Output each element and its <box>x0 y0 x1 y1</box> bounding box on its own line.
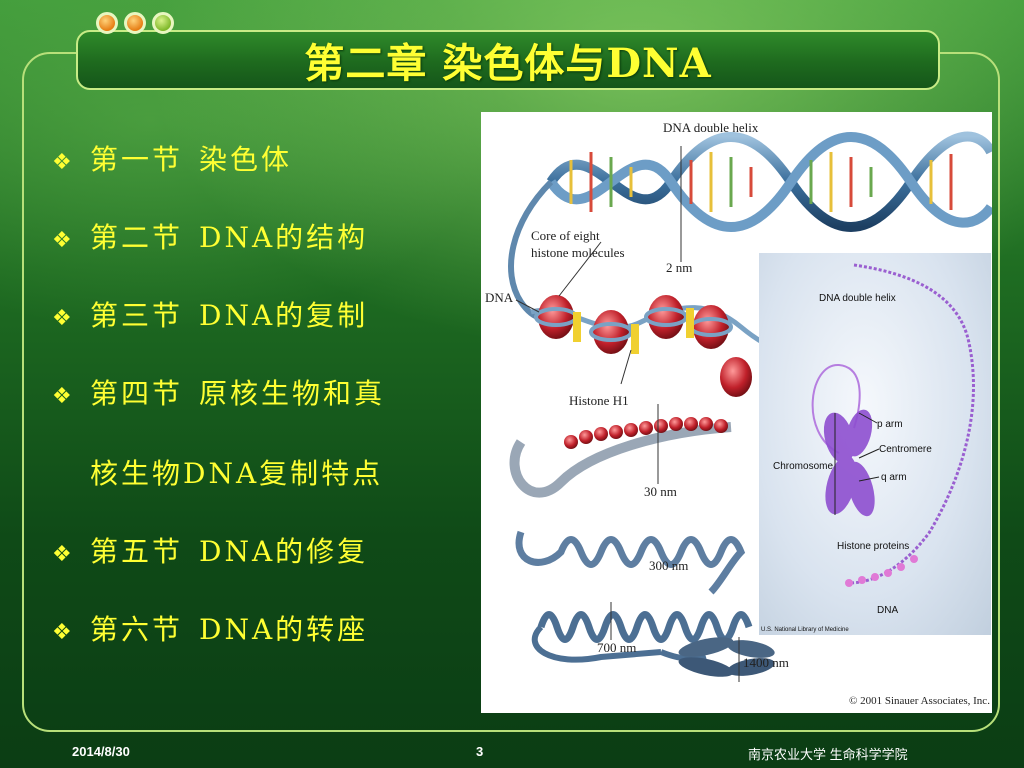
chromatin-diagram: DNA double helix Core of eight histone m… <box>485 120 992 707</box>
slide-title: 第二章 染色体与DNA <box>304 40 712 87</box>
centromere-label: Centromere <box>879 444 932 455</box>
section-text: 染色体 <box>199 143 293 176</box>
diamond-bullet-icon: ❖ <box>52 620 72 645</box>
scale-700nm-label: 700 nm <box>597 640 636 655</box>
list-item: ❖ 第五节 DNA的修复 <box>52 530 368 570</box>
diamond-bullet-icon: ❖ <box>52 306 72 331</box>
orange-dot-icon <box>124 12 146 34</box>
diamond-bullet-icon: ❖ <box>52 542 72 567</box>
q-arm-label: q arm <box>881 472 907 483</box>
diamond-bullet-icon: ❖ <box>52 150 72 175</box>
scale-300nm-label: 300 nm <box>649 558 688 573</box>
chromosome-inset: DNA double helix p arm Centromere Chromo… <box>759 253 991 635</box>
core-label-line1: Core of eight <box>531 228 600 243</box>
chromosome-label: Chromosome <box>773 461 833 472</box>
nucleosome-graphic <box>515 241 823 397</box>
section-label: 第四节 <box>90 377 184 410</box>
condensed-coil-graphic <box>531 602 753 663</box>
inset-credit-label: U.S. National Library of Medicine <box>761 627 849 633</box>
section-label: 第一节 <box>90 143 184 176</box>
list-item: ❖ 第三节 DNA的复制 <box>52 294 368 334</box>
chromosome-inset-diagram: DNA double helix p arm Centromere Chromo… <box>761 263 975 633</box>
list-item: ❖ 第一节 染色体 <box>52 138 292 178</box>
helix-label: DNA double helix <box>663 120 759 135</box>
decorative-dots <box>96 12 174 34</box>
looped-domain-graphic <box>515 530 746 595</box>
scale-1400nm-label: 1400 nm <box>743 655 789 670</box>
double-helix-graphic <box>546 131 992 262</box>
title-bar: 第二章 染色体与DNA <box>76 30 940 90</box>
list-item: ❖ 第六节 DNA的转座 <box>52 608 368 648</box>
section-label: 第六节 <box>90 613 184 646</box>
section-text: 原核生物和真 <box>199 377 386 410</box>
diamond-bullet-icon: ❖ <box>52 228 72 253</box>
section-label: 第二节 <box>90 221 184 254</box>
footer-page-number: 3 <box>476 744 484 759</box>
section-text: DNA的结构 <box>199 221 369 254</box>
histone-h1-label: Histone H1 <box>569 393 629 408</box>
list-item: ❖ 第二节 DNA的结构 <box>52 216 368 256</box>
metaphase-chromosome-graphic <box>659 637 775 682</box>
section-text: DNA的修复 <box>199 535 369 568</box>
inset-dna-label: DNA <box>877 605 898 616</box>
green-dot-icon <box>152 12 174 34</box>
chromatin-figure: DNA double helix Core of eight histone m… <box>481 112 992 713</box>
inset-helix-label: DNA double helix <box>819 293 896 304</box>
core-label-line2: histone molecules <box>531 245 625 260</box>
p-arm-label: p arm <box>877 419 903 430</box>
section-text: DNA的复制 <box>199 299 369 332</box>
footer-organization: 南京农业大学 生命科学学院 <box>748 747 908 762</box>
dna-label: DNA <box>485 290 514 305</box>
orange-dot-icon <box>96 12 118 34</box>
scale-30nm-label: 30 nm <box>644 484 677 499</box>
section-label: 第五节 <box>90 535 184 568</box>
copyright-label: © 2001 Sinauer Associates, Inc. <box>849 695 990 707</box>
section-text: DNA的转座 <box>199 613 369 646</box>
chromatin-fiber-graphic <box>509 404 732 498</box>
diamond-bullet-icon: ❖ <box>52 384 72 409</box>
section-text-continuation: 核生物DNA复制特点 <box>90 457 384 490</box>
footer-date: 2014/8/30 <box>72 744 130 759</box>
list-item: ❖ 第四节 原核生物和真 <box>52 372 385 412</box>
section-label: 第三节 <box>90 299 184 332</box>
scale-2nm-label: 2 nm <box>666 260 692 275</box>
histone-proteins-label: Histone proteins <box>837 541 909 552</box>
